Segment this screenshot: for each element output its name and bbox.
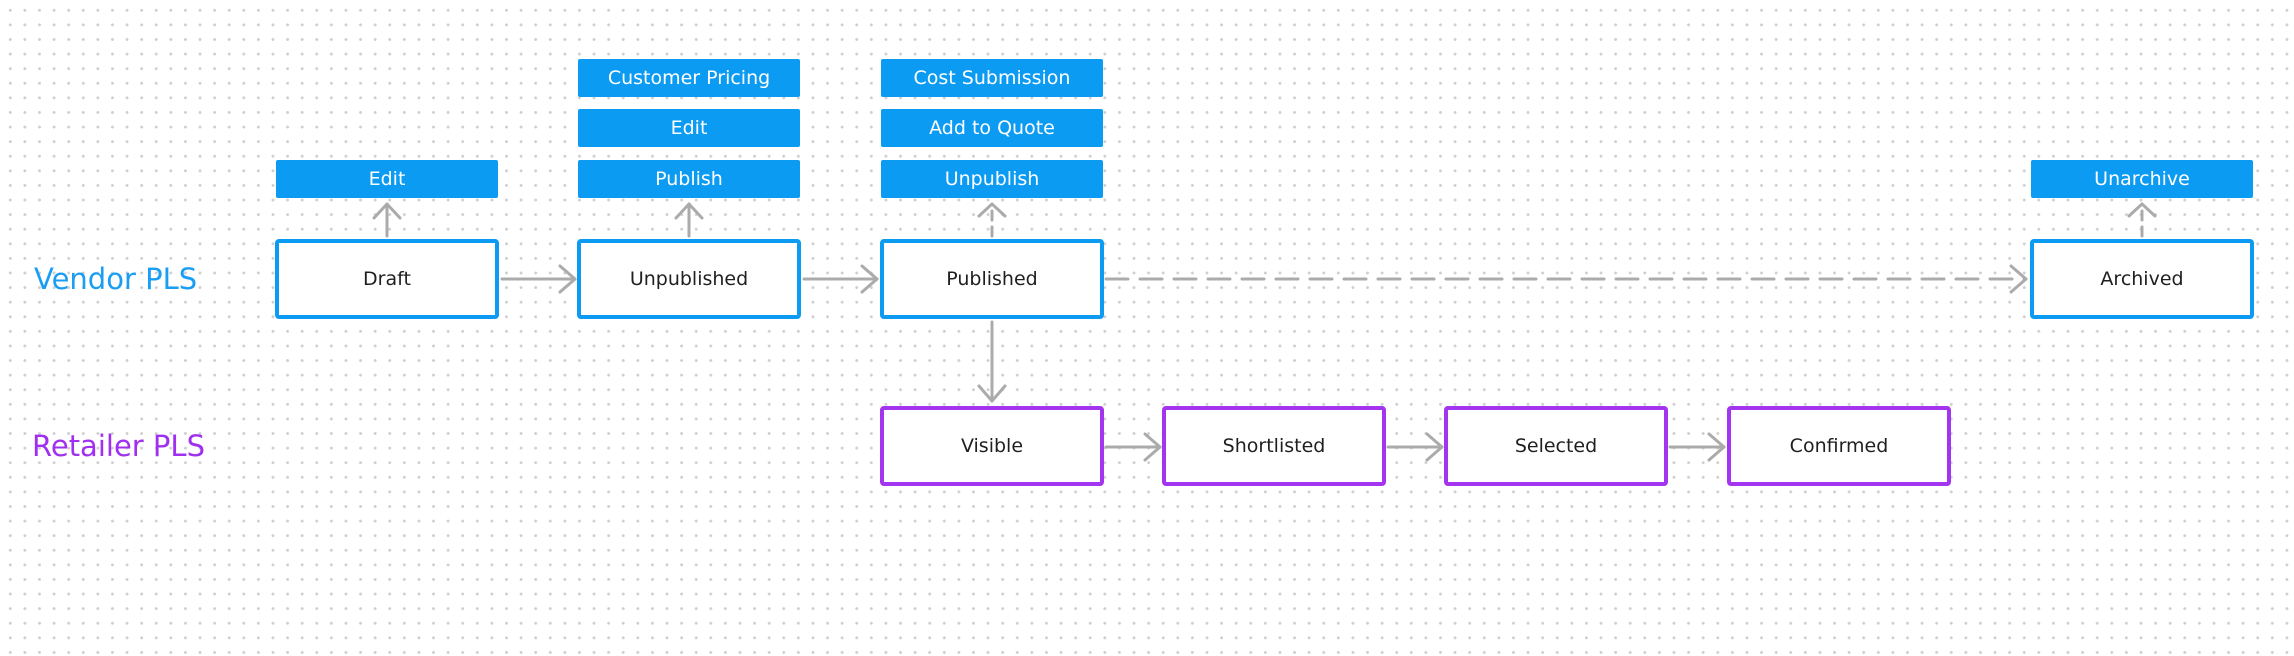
state-confirmed[interactable]: Confirmed (1727, 406, 1951, 486)
vendor-lane-label: Vendor PLS (34, 262, 198, 296)
arrow-unpublished-to-published (802, 264, 879, 294)
arrow-draft-to-actions (372, 202, 402, 238)
state-archived[interactable]: Archived (2030, 239, 2254, 319)
state-unpublished[interactable]: Unpublished (577, 239, 801, 319)
customer-pricing-button[interactable]: Customer Pricing (578, 59, 800, 97)
state-visible[interactable]: Visible (880, 406, 1104, 486)
arrow-visible-to-shortlisted (1104, 432, 1162, 462)
unpublished-edit-button[interactable]: Edit (578, 109, 800, 147)
unarchive-button[interactable]: Unarchive (2031, 160, 2253, 198)
arrow-published-to-archived (1104, 264, 2028, 294)
state-selected[interactable]: Selected (1444, 406, 1668, 486)
arrow-draft-to-unpublished (500, 264, 577, 294)
cost-submission-button[interactable]: Cost Submission (881, 59, 1103, 97)
arrow-published-to-visible (977, 320, 1007, 403)
arrow-selected-to-confirmed (1668, 432, 1726, 462)
state-shortlisted[interactable]: Shortlisted (1162, 406, 1386, 486)
arrow-unpublished-to-actions (674, 202, 704, 238)
retailer-lane-label: Retailer PLS (32, 429, 205, 463)
add-to-quote-button[interactable]: Add to Quote (881, 109, 1103, 147)
arrow-archived-to-actions (2127, 202, 2157, 238)
state-published[interactable]: Published (880, 239, 1104, 319)
unpublish-button[interactable]: Unpublish (881, 160, 1103, 198)
state-draft[interactable]: Draft (275, 239, 499, 319)
publish-button[interactable]: Publish (578, 160, 800, 198)
draft-edit-button[interactable]: Edit (276, 160, 498, 198)
arrow-shortlisted-to-selected (1386, 432, 1444, 462)
arrow-published-to-actions (977, 202, 1007, 238)
